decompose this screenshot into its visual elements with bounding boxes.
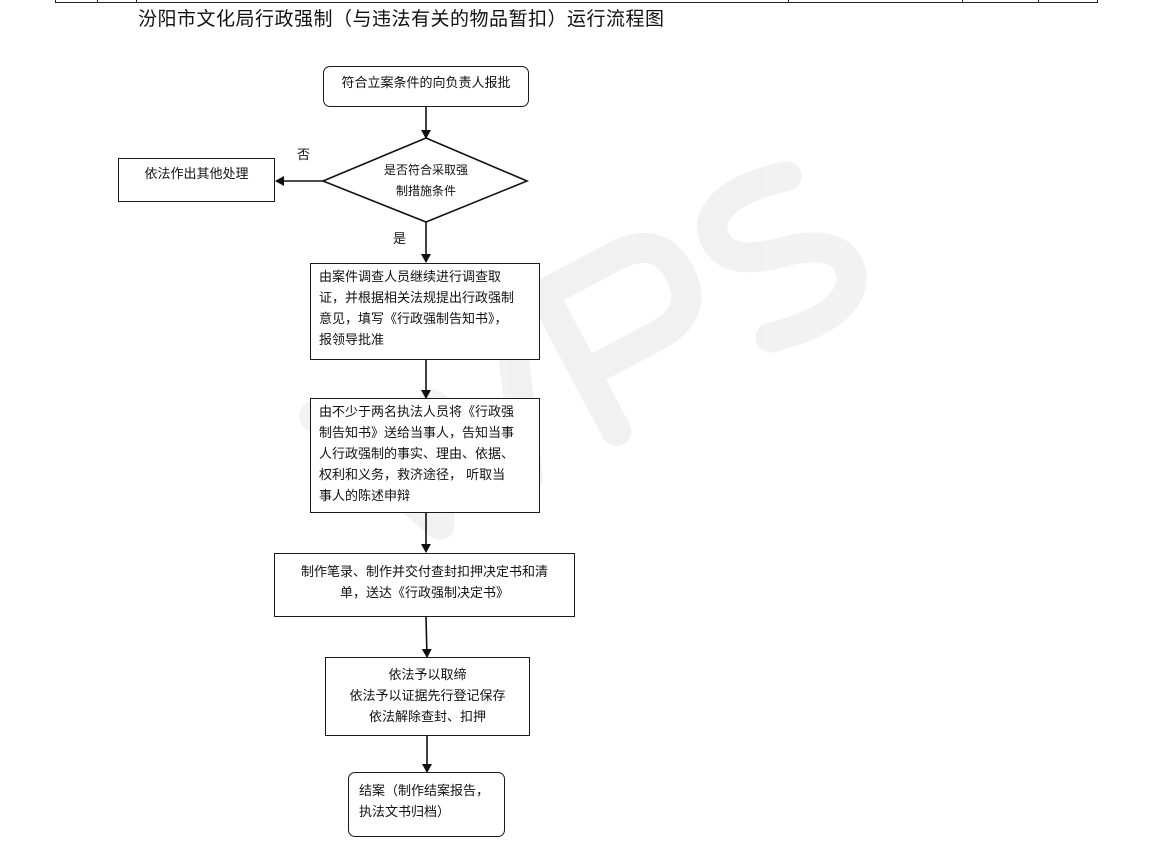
table-border-tick (962, 0, 963, 3)
table-border-tick (1038, 0, 1039, 3)
node-handle-text: 依法解除查封、扣押 (368, 710, 486, 725)
label-yes: 是 (393, 232, 407, 247)
table-border-tick (136, 0, 137, 3)
node-close-text: 结案（制作结案报告， (359, 784, 490, 799)
table-border-top (55, 0, 1098, 3)
node-notify: 由不少于两名执法人员将《行政强 制告知书》送给当事人，告知当事 人行政强制的事实… (310, 398, 540, 513)
node-close-text: 执法文书归档） (359, 805, 451, 820)
node-close: 结案（制作结案报告， 执法文书归档） (348, 772, 505, 837)
table-border-tick (55, 0, 56, 3)
arrow-record-to-handle (421, 616, 432, 658)
node-investigate-text: 意见，填写《行政强制告知书》， (319, 312, 508, 327)
node-handle: 依法予以取缔 依法予以证据先行登记保存 依法解除查封、扣押 (325, 657, 530, 736)
node-investigate-text: 证，并根据相关法规提出行政强制 (319, 291, 515, 306)
node-record-text: 单，送达《行政强制决定书》 (339, 586, 509, 601)
node-notify-text: 制告知书》送给当事人，告知当事 (319, 426, 515, 441)
node-handle-text: 依法予以取缔 (388, 668, 467, 683)
node-investigate: 由案件调查人员继续进行调查取 证，并根据相关法规提出行政强制 意见，填写《行政强… (310, 263, 540, 360)
node-start: 符合立案条件的向负责人报批 (323, 66, 529, 107)
node-record-text: 制作笔录、制作并交付查封扣押决定书和清 (300, 565, 548, 580)
node-handle-text: 依法予以证据先行登记保存 (349, 689, 506, 704)
node-decision: 是否符合采取强 制措施条件 (351, 160, 501, 202)
table-border-tick (1097, 0, 1098, 3)
page-title: 汾阳市文化局行政强制（与违法有关的物品暂扣）运行流程图 (138, 8, 665, 30)
node-other: 依法作出其他处理 (118, 158, 275, 202)
node-investigate-text: 由案件调查人员继续进行调查取 (319, 270, 502, 285)
node-decision-text: 是否符合采取强 (383, 163, 468, 177)
node-record: 制作笔录、制作并交付查封扣押决定书和清 单，送达《行政强制决定书》 (274, 553, 575, 617)
table-border-tick (788, 0, 789, 3)
node-notify-text: 事人的陈述申辩 (319, 489, 411, 504)
table-border-tick (97, 0, 98, 3)
node-other-text: 依法作出其他处理 (144, 167, 249, 182)
node-notify-text: 由不少于两名执法人员将《行政强 (319, 405, 515, 420)
label-no: 否 (297, 148, 311, 163)
node-start-text: 符合立案条件的向负责人报批 (341, 76, 511, 91)
node-notify-text: 人行政强制的事实、理由、依据、 (319, 447, 515, 462)
node-decision-text: 制措施条件 (395, 184, 456, 198)
node-notify-text: 权利和义务，救济途径， 听取当 (319, 468, 506, 483)
node-investigate-text: 报领导批准 (319, 333, 385, 348)
